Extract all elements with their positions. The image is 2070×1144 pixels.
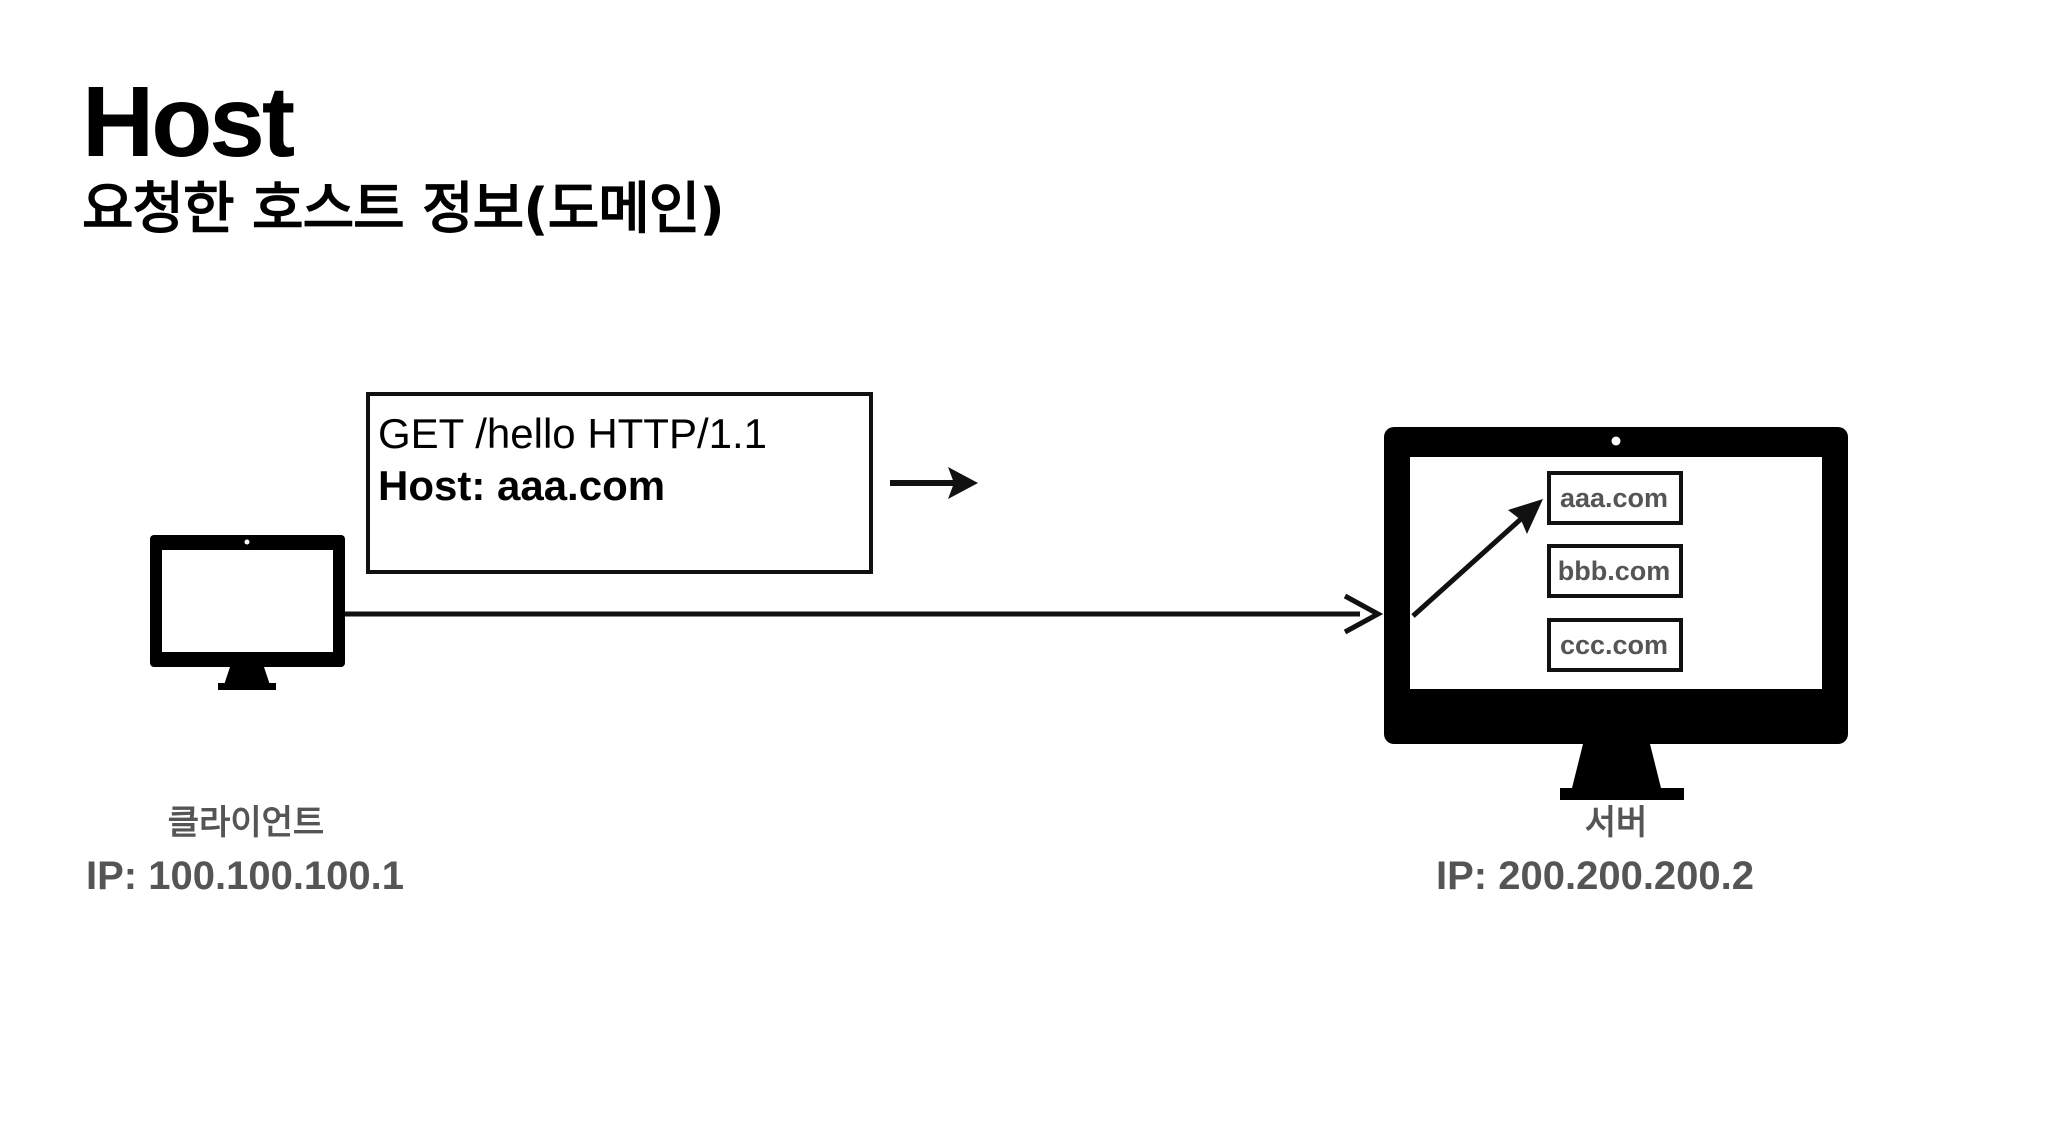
domain-box-ccc — [1547, 618, 1683, 672]
request-message-box — [366, 392, 873, 574]
request-direction-arrow-icon — [890, 467, 978, 499]
request-line: GET /hello HTTP/1.1 — [378, 410, 768, 457]
domain-label-aaa: aaa.com — [1559, 483, 1669, 513]
domain-label-ccc: ccc.com — [1559, 630, 1669, 660]
request-arrow-icon — [345, 593, 1384, 635]
client-ip: IP: 100.100.100.1 — [86, 854, 405, 898]
host-header: Host: aaa.com — [378, 462, 666, 509]
server-ip: IP: 200.200.200.2 — [1436, 854, 1755, 898]
slide-title: Host — [82, 66, 295, 178]
client-name: 클라이언트 — [167, 803, 325, 843]
slide-subtitle: 요청한 호스트 정보(도메인) — [82, 177, 725, 242]
domain-label-bbb: bbb.com — [1557, 556, 1671, 586]
server-name: 서버 — [1584, 803, 1648, 843]
domain-box-bbb — [1547, 544, 1683, 598]
routing-arrow-icon — [1411, 499, 1543, 618]
domain-box-aaa — [1547, 471, 1683, 525]
client-monitor-icon — [150, 535, 345, 690]
